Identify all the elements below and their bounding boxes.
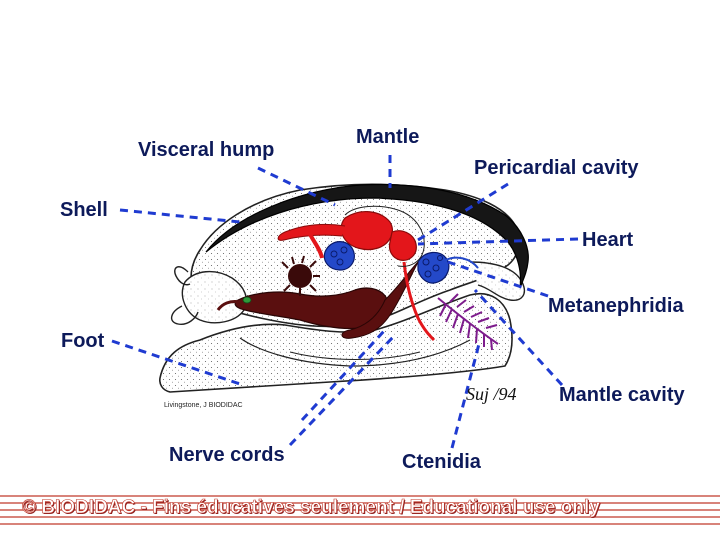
artist-signature: Suj /94 — [466, 384, 517, 404]
heart-organ — [277, 211, 436, 342]
pericardium-outline — [344, 205, 425, 267]
label-ctenidia: Ctenidia — [402, 451, 481, 473]
leader-mantle-cavity — [473, 288, 564, 387]
leader-visceral-hump — [257, 166, 336, 207]
inner-fold-2 — [289, 351, 421, 360]
leader-foot — [111, 339, 241, 386]
footer-stripes — [0, 495, 720, 525]
leader-nerve-cords-2 — [300, 328, 387, 422]
radula-mass — [281, 255, 320, 296]
label-nerve-cords: Nerve cords — [169, 444, 285, 466]
leader-pericardial-cavity — [417, 182, 509, 242]
leader-metanephridia — [447, 260, 549, 298]
copyright-footer: © BIODIDAC - Fins éducatives seulement /… — [22, 497, 600, 519]
label-visceral-hump: Visceral hump — [138, 139, 275, 161]
label-heart: Heart — [582, 229, 634, 251]
illustration-credit: Livingstone, J BIODIDAC — [164, 402, 243, 409]
leader-lines — [111, 155, 579, 449]
ctenidia-organ — [437, 293, 499, 351]
label-mantle: Mantle — [356, 126, 420, 148]
blue-gland — [323, 241, 355, 271]
digestive-tract — [216, 261, 419, 339]
tentacle-upper — [174, 266, 191, 286]
leader-ctenidia — [450, 339, 482, 449]
mantle-skirt — [469, 261, 526, 301]
label-mantle-cavity: Mantle cavity — [559, 384, 685, 406]
foot-body — [159, 293, 513, 393]
label-shell: Shell — [60, 199, 108, 221]
ganglion — [242, 296, 252, 304]
metanephridia-organ — [417, 251, 479, 284]
leader-shell — [119, 208, 241, 224]
shell — [205, 183, 529, 289]
label-metanephridia: Metanephridia — [548, 295, 684, 317]
label-foot: Foot — [61, 330, 105, 352]
label-pericardial-cavity: Pericardial cavity — [474, 157, 639, 179]
leader-nerve-cords-1 — [288, 333, 397, 447]
leader-heart — [417, 237, 579, 246]
tentacle-lower — [171, 305, 199, 326]
